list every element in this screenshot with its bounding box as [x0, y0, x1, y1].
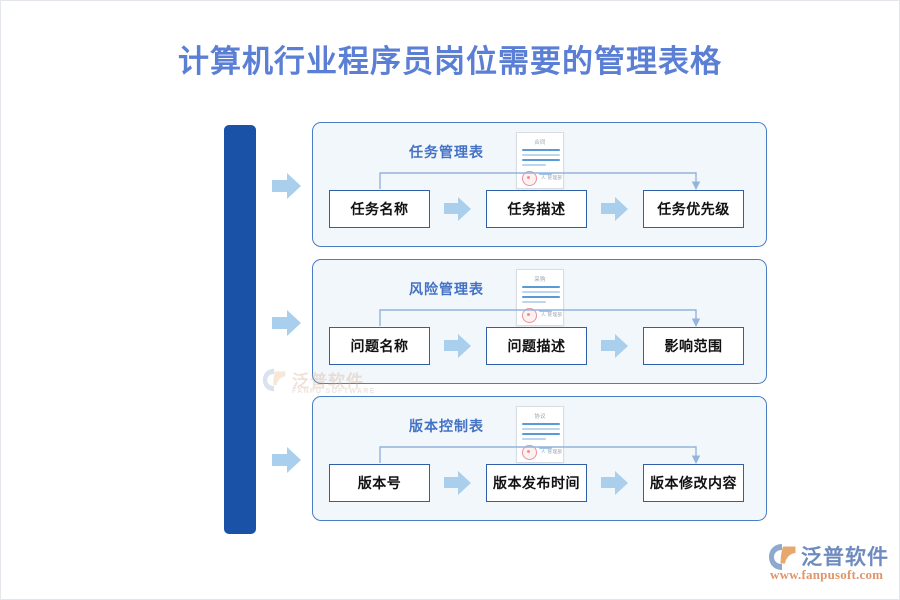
- step-arrow-icon: [601, 197, 629, 221]
- field-box[interactable]: 问题描述: [486, 327, 587, 365]
- step-arrow-icon: [444, 197, 472, 221]
- feed-arrow-icon: [272, 447, 302, 473]
- fanpu-logo-icon: [769, 544, 796, 570]
- red-seal-icon: [522, 171, 537, 186]
- document-icon-signature: 人 管理部: [541, 175, 563, 180]
- section-title: 风险管理表: [409, 281, 484, 297]
- brand-url: www.fanpusoft.com: [770, 567, 884, 582]
- field-box[interactable]: 任务名称: [329, 190, 430, 228]
- section-panel-version-control[interactable]: 版本控制表 协议 人 管理部 版本号 版本发布时间 版本修改内容: [272, 396, 767, 521]
- field-row: 版本号 版本发布时间 版本修改内容: [329, 464, 752, 502]
- document-icon-title: 采购: [534, 277, 546, 283]
- section-title: 版本控制表: [409, 418, 484, 434]
- field-box[interactable]: 任务描述: [486, 190, 587, 228]
- contract-document-icon: 合同 人 管理部: [516, 132, 564, 189]
- section-panel-risk-management[interactable]: 风险管理表 采购 人 管理部 问题名称 问题描述 影响范围: [272, 259, 767, 384]
- field-box[interactable]: 版本发布时间: [486, 464, 587, 502]
- vertical-spine-bar: [224, 125, 256, 534]
- field-box[interactable]: 问题名称: [329, 327, 430, 365]
- field-box[interactable]: 版本修改内容: [643, 464, 744, 502]
- red-seal-icon: [522, 308, 537, 323]
- field-box[interactable]: 版本号: [329, 464, 430, 502]
- document-icon-title: 合同: [534, 140, 546, 146]
- feed-arrow-icon: [272, 310, 302, 336]
- fanpu-logo-icon: [262, 368, 286, 392]
- brand-logo: 泛普软件 www.fanpusoft.com: [768, 541, 892, 589]
- section-title: 任务管理表: [409, 144, 484, 160]
- field-row: 问题名称 问题描述 影响范围: [329, 327, 752, 365]
- step-arrow-icon: [601, 334, 629, 358]
- agreement-document-icon: 协议 人 管理部: [516, 406, 564, 463]
- field-box[interactable]: 任务优先级: [643, 190, 744, 228]
- step-arrow-icon: [444, 334, 472, 358]
- brand-name: 泛普软件: [801, 546, 889, 569]
- sections-container: 任务管理表 合同 人 管理部 任务名称 任务描述 任务优先级 风险管理表 采购: [272, 122, 767, 533]
- step-arrow-icon: [601, 471, 629, 495]
- page-title: 计算机行业程序员岗位需要的管理表格: [178, 44, 722, 79]
- document-icon-title: 协议: [534, 414, 546, 420]
- field-box[interactable]: 影响范围: [643, 327, 744, 365]
- section-panel-task-management[interactable]: 任务管理表 合同 人 管理部 任务名称 任务描述 任务优先级: [272, 122, 767, 247]
- feed-arrow-icon: [272, 173, 302, 199]
- red-seal-icon: [522, 445, 537, 460]
- document-icon-signature: 人 管理部: [541, 449, 563, 454]
- purchase-document-icon: 采购 人 管理部: [516, 269, 564, 326]
- document-icon-signature: 人 管理部: [541, 312, 563, 317]
- step-arrow-icon: [444, 471, 472, 495]
- field-row: 任务名称 任务描述 任务优先级: [329, 190, 752, 228]
